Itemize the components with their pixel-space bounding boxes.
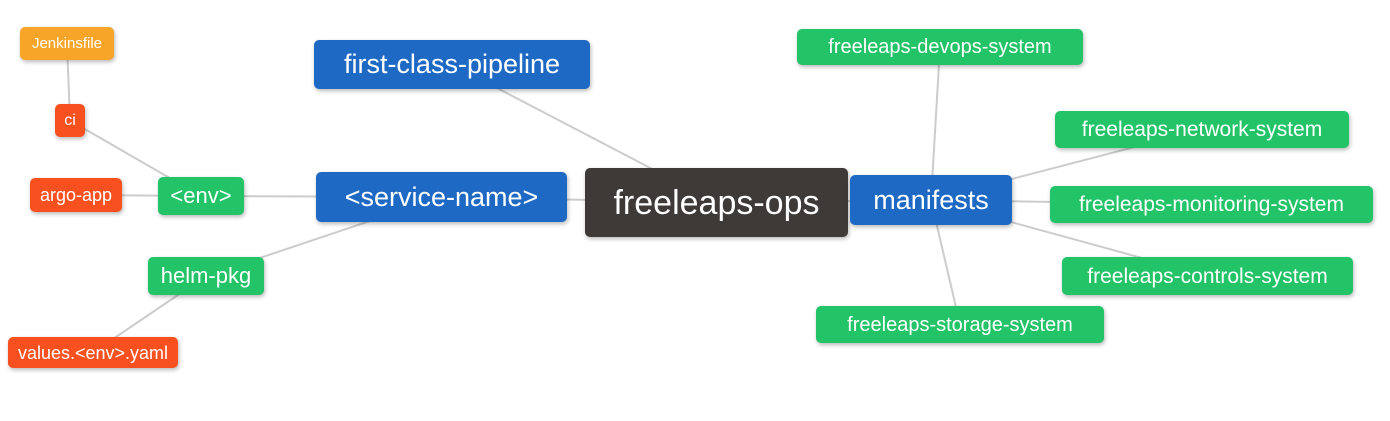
node-jenkinsfile[interactable]: Jenkinsfile xyxy=(20,27,114,60)
node-freeleaps-ops[interactable]: freeleaps-ops xyxy=(585,168,848,237)
edge-manifests-freeleaps-devops-system xyxy=(930,46,941,201)
node-env[interactable]: <env> xyxy=(158,177,244,215)
node-helm-pkg[interactable]: helm-pkg xyxy=(148,257,264,295)
node-freeleaps-network-system[interactable]: freeleaps-network-system xyxy=(1055,111,1349,148)
node-ci[interactable]: ci xyxy=(55,104,85,137)
node-first-class-pipeline[interactable]: first-class-pipeline xyxy=(314,40,590,89)
node-freeleaps-monitoring-system[interactable]: freeleaps-monitoring-system xyxy=(1050,186,1373,223)
node-service-name[interactable]: <service-name> xyxy=(316,172,567,222)
node-freeleaps-devops-system[interactable]: freeleaps-devops-system xyxy=(797,29,1083,65)
node-freeleaps-controls-system[interactable]: freeleaps-controls-system xyxy=(1062,257,1353,295)
node-freeleaps-storage-system[interactable]: freeleaps-storage-system xyxy=(816,306,1104,343)
node-argo-app[interactable]: argo-app xyxy=(30,178,122,212)
node-values-env-yaml[interactable]: values.<env>.yaml xyxy=(8,337,178,368)
node-manifests[interactable]: manifests xyxy=(850,175,1012,225)
